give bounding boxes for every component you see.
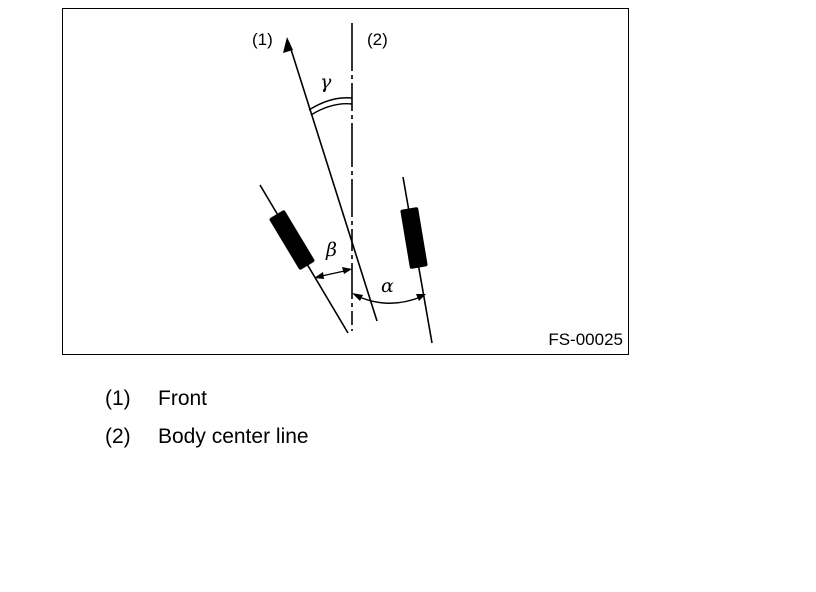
front-arrowhead [283,37,293,53]
legend-item-front: (1) Front [105,388,207,409]
right-wheel [400,207,428,269]
front-line [288,42,378,322]
diagram-drawing [259,23,433,344]
legend-text: Body center line [158,425,309,448]
front-label: (1) [252,30,273,49]
alpha-label: α [381,275,394,297]
alignment-diagram: (1) (2) γ β α FS-00025 [62,8,629,355]
gamma-label: γ [320,71,332,93]
center-line-label: (2) [367,30,388,49]
beta-arrowhead-left [314,272,324,279]
legend-number: (1) [105,387,131,410]
gamma-arc-inner [310,103,353,116]
alpha-arrowhead-left [352,293,363,301]
legend-text: Front [158,387,208,410]
beta-arrowhead-right [342,267,352,274]
left-wheel [269,210,315,270]
gamma-arc-outer [308,97,353,111]
legend-item-center-line: (2) Body center line [105,426,309,447]
beta-label: β [326,239,337,261]
alpha-arrowhead-right [416,294,426,301]
figure-code: FS-00025 [548,330,623,349]
legend-number: (2) [105,425,131,448]
